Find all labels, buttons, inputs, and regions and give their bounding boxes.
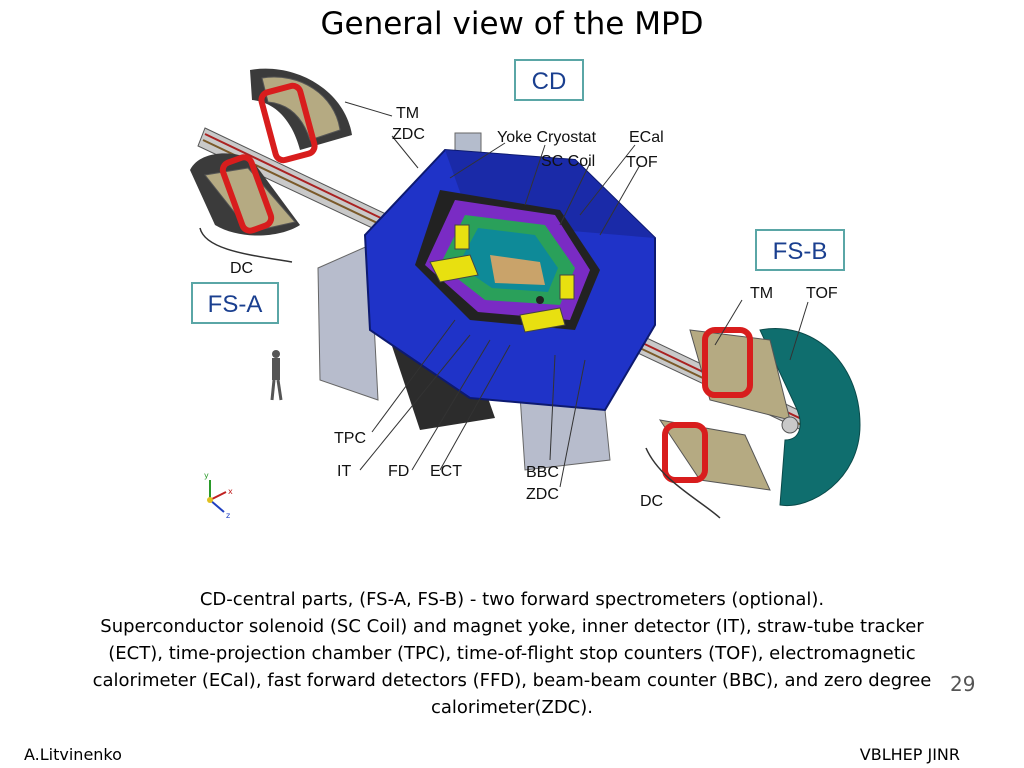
axis-z-label: z (226, 511, 230, 520)
fs-b-box (755, 229, 845, 271)
bbc-label: BBC (526, 464, 559, 481)
tm-right-label: TM (750, 285, 773, 302)
cd-label: CD (532, 68, 567, 95)
zdc-bottom-label: ZDC (526, 486, 559, 503)
axis-y-label: y (204, 471, 209, 480)
caption-line: Superconductor solenoid (SC Coil) and ma… (100, 616, 924, 637)
cd-box (514, 59, 584, 101)
mpd-detector-diagram: y x z CD FS-A FS-B TM ZDC Yoke Cryostat … (190, 59, 861, 520)
central-detector (317, 132, 656, 471)
it-label: IT (337, 463, 351, 480)
caption-line: calorimeter(ZDC). (430, 697, 593, 718)
yoke-cryostat-label: Yoke Cryostat (497, 129, 597, 146)
dc-left-bracket (199, 227, 293, 263)
caption: CD-central parts, (FS-A, FS-B) - two for… (0, 586, 1024, 721)
footer-institute: VBLHEP JINR (859, 745, 960, 764)
person-icon (270, 350, 283, 401)
leader-lines (344, 101, 809, 488)
fs-a-box (191, 282, 279, 324)
caption-line: calorimeter (ECal), fast forward detecto… (92, 670, 932, 691)
axis-x-label: x (228, 487, 233, 496)
ecal-label: ECal (629, 129, 664, 146)
tpc-label: TPC (334, 430, 366, 447)
dc-right-label: DC (640, 493, 663, 510)
caption-line: (ECT), time-projection chamber (TPC), ti… (108, 643, 916, 664)
fs-b-module (658, 327, 861, 507)
footer-author: A.Litvinenko (24, 745, 122, 764)
dc-left-label: DC (230, 260, 253, 277)
zdc-top-label: ZDC (392, 126, 425, 143)
page-number: 29 (950, 672, 976, 696)
tm-left-label: TM (396, 105, 419, 122)
tof-right-label: TOF (806, 285, 838, 302)
fd-label: FD (388, 463, 409, 480)
ect-label: ECT (430, 463, 462, 480)
slide-title: General view of the MPD (320, 6, 704, 42)
fs-a-label: FS-A (208, 291, 263, 318)
axes-icon: y x z (204, 471, 233, 520)
caption-line: CD-central parts, (FS-A, FS-B) - two for… (199, 589, 825, 610)
dc-right-bracket (645, 447, 721, 519)
tof-top-label: TOF (626, 154, 658, 171)
sc-coil-label: SC Coil (541, 153, 595, 170)
fs-b-label: FS-B (773, 238, 828, 265)
